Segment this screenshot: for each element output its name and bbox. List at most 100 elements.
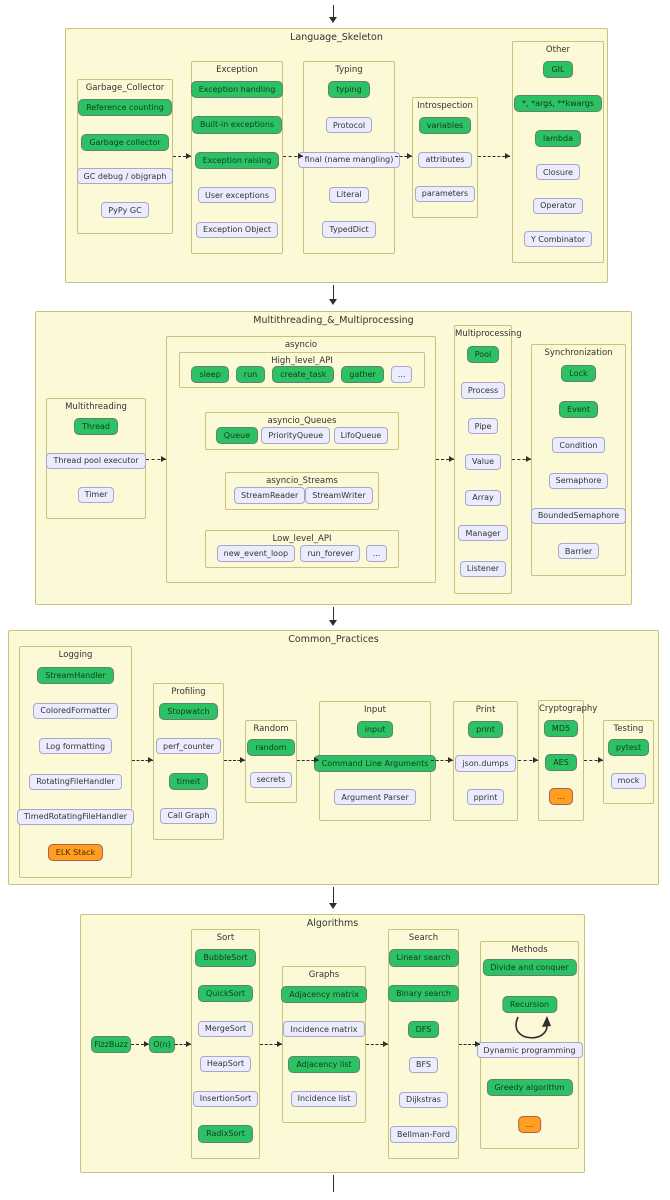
subgraph-title: Random [253,724,289,734]
node-manager[interactable]: Manager [458,525,508,542]
node-insertionsort[interactable]: InsertionSort [192,1090,259,1107]
node-protocol[interactable]: Protocol [325,117,373,134]
node-timedrotatingfilehandler[interactable]: TimedRotatingFileHandler [16,808,135,826]
node-pypy-gc[interactable]: PyPy GC [101,202,149,219]
node-typeddict[interactable]: TypedDict [322,221,376,238]
node-queue[interactable]: Queue [215,426,258,445]
node-garbage-collector[interactable]: Garbage collector [81,133,169,151]
node-y-combinator[interactable]: Y Combinator [523,231,593,248]
node-adjacency-list[interactable]: Adjacency list [288,1055,360,1073]
node-streamhandler[interactable]: StreamHandler [37,666,114,684]
node-stopwatch[interactable]: Stopwatch [159,703,218,721]
node-ellipsis[interactable]: ... [390,366,413,383]
node-sleep[interactable]: sleep [191,365,229,384]
node-thread[interactable]: Thread [74,417,118,436]
node-args-kwargs[interactable]: *, *args, **kwargs [514,95,602,113]
node-user-exceptions[interactable]: User exceptions [197,187,277,204]
node-new-event-loop[interactable]: new_event_loop [216,545,296,562]
node-gather[interactable]: gather [341,365,384,384]
node-binary-search[interactable]: Binary search [388,985,459,1003]
node-array[interactable]: Array [465,489,501,506]
node-heapsort[interactable]: HeapSort [199,1055,252,1072]
node-pprint[interactable]: pprint [466,789,505,806]
node-elk-stack[interactable]: ELK Stack [47,844,104,862]
node-secrets[interactable]: secrets [249,771,293,789]
node-radixsort[interactable]: RadixSort [198,1125,253,1143]
node-coloredformatter[interactable]: ColoredFormatter [33,702,118,720]
node-input[interactable]: input [356,720,394,738]
node-incidence-list[interactable]: Incidence list [290,1090,358,1107]
node-pytest[interactable]: pytest [607,739,650,757]
node-divide-and-conquer[interactable]: Divide and conquer [482,959,577,977]
node-gil[interactable]: GIL [543,60,573,78]
node-reference-counting[interactable]: Reference counting [78,98,172,116]
node-create-task[interactable]: create_task [272,365,335,384]
node-pipe[interactable]: Pipe [467,418,499,435]
node-run-forever[interactable]: run_forever [300,545,361,562]
node-adjacency-matrix[interactable]: Adjacency matrix [281,986,367,1004]
node-semaphore[interactable]: Semaphore [548,472,609,489]
node-streamwriter[interactable]: StreamWriter [305,487,373,504]
node-listener[interactable]: Listener [459,560,507,578]
node-built-in-exceptions[interactable]: Built-in exceptions [191,116,283,134]
node-lifoqueue[interactable]: LifoQueue [333,427,389,444]
node-boundedsemaphore[interactable]: BoundedSemaphore [530,507,627,525]
node-timer[interactable]: Timer [77,486,115,504]
node-linear-search[interactable]: Linear search [388,949,459,967]
node-literal[interactable]: Literal [329,186,369,203]
section-title: Language_Skeleton [290,32,383,43]
node-closure[interactable]: Closure [536,164,580,181]
node-md5[interactable]: MD5 [543,719,579,737]
node-exception-handling[interactable]: Exception handling [190,81,284,99]
node-o-n[interactable]: O(n) [149,1036,175,1054]
node-argument-parser[interactable]: Argument Parser [334,789,416,806]
node-mock[interactable]: mock [610,772,647,789]
node-incidence-matrix[interactable]: Incidence matrix [283,1021,365,1038]
node-aes[interactable]: AES [545,753,577,772]
node-dynamic-programming[interactable]: Dynamic programming [476,1042,583,1059]
node-priorityqueue[interactable]: PriorityQueue [261,427,331,444]
node-lock[interactable]: Lock [561,364,596,382]
node-dijkstras[interactable]: Dijkstras [399,1091,448,1108]
node-bellman-ford[interactable]: Bellman-Ford [390,1126,457,1143]
node-barrier[interactable]: Barrier [557,543,600,560]
node-recursion[interactable]: Recursion [501,996,558,1014]
node-value[interactable]: Value [465,453,501,471]
node-call-graph[interactable]: Call Graph [160,807,217,824]
node-command-line-arguments[interactable]: Command Line Arguments [313,754,437,773]
node-dfs[interactable]: DFS [407,1020,440,1039]
node-ellipsis[interactable]: ... [517,1116,542,1134]
node-typing[interactable]: typing [328,81,370,99]
node-print[interactable]: print [468,720,503,738]
node-gc-debug-objgraph[interactable]: GC debug / objgraph [76,168,174,185]
node-final-name-mangling[interactable]: final (name mangling) [297,151,401,169]
node-quicksort[interactable]: QuickSort [197,985,254,1003]
node-bfs[interactable]: BFS [408,1056,439,1073]
node-variables[interactable]: variables [418,116,472,135]
node-lambda[interactable]: lambda [535,129,581,147]
node-rotatingfilehandler[interactable]: RotatingFileHandler [29,773,122,790]
node-condition[interactable]: Condition [552,437,605,454]
node-process[interactable]: Process [460,382,506,399]
node-ellipsis[interactable]: ... [549,788,573,806]
node-operator[interactable]: Operator [533,197,583,214]
node-bubblesort[interactable]: BubbleSort [195,949,256,967]
node-mergesort[interactable]: MergeSort [197,1020,254,1038]
node-parameters[interactable]: parameters [414,185,476,203]
node-log-formatting[interactable]: Log formatting [38,738,113,755]
node-exception-raising[interactable]: Exception raising [194,151,280,170]
node-run[interactable]: run [235,365,266,384]
node-greedy-algorithm[interactable]: Greedy algorithm [486,1079,573,1097]
node-fizzbuzz[interactable]: FizzBuzz [91,1036,131,1054]
node-attributes[interactable]: attributes [418,151,472,169]
node-ellipsis[interactable]: ... [365,545,388,562]
node-exception-object[interactable]: Exception Object [196,221,278,238]
node-timeit[interactable]: timeit [168,772,209,790]
node-json-dumps[interactable]: json.dumps [455,755,516,772]
node-event[interactable]: Event [559,400,598,419]
node-streamreader[interactable]: StreamReader [234,487,306,504]
node-random[interactable]: random [247,738,295,757]
node-pool[interactable]: Pool [466,345,500,363]
node-thread-pool-executor[interactable]: Thread pool executor [46,452,146,470]
node-perf-counter[interactable]: perf_counter [156,738,221,755]
